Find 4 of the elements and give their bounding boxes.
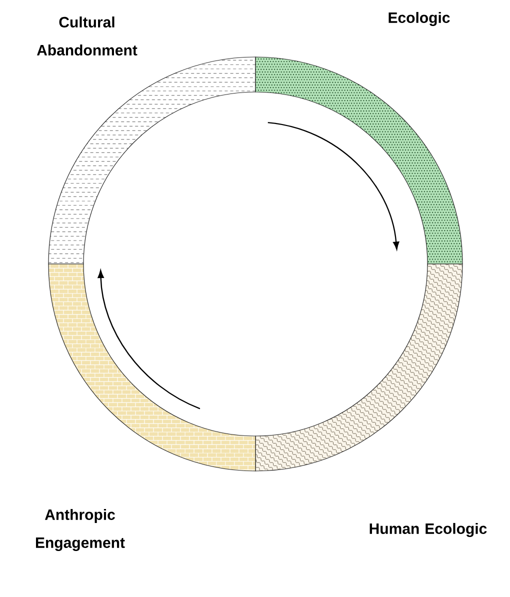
stage-label: Human Ecologic	[370, 522, 487, 538]
stage-label: Ecologic	[388, 12, 450, 26]
stage-label: Anthropic Engagement	[36, 508, 125, 552]
stage-label: Cultural Abandonment	[36, 16, 138, 56]
